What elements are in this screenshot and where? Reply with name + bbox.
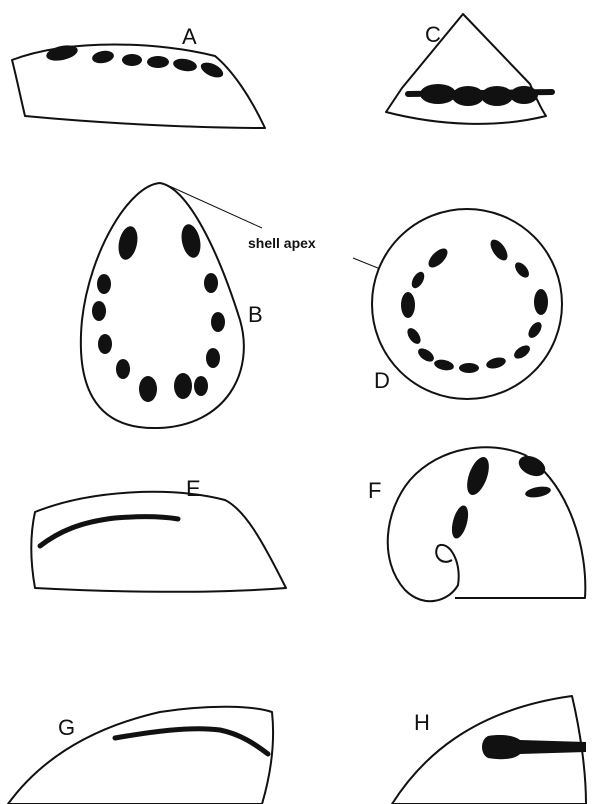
panel-g-shell-outline [8, 707, 273, 804]
panel-b-scar-10 [194, 376, 208, 396]
panel-d-scar-6 [534, 289, 548, 315]
panel-b-scar-4 [204, 273, 218, 293]
panel-d-label: D [374, 368, 390, 393]
shell-apex-label: shell apex [248, 235, 316, 251]
panel-c-label: C [425, 22, 441, 47]
panel-b-scar-5 [92, 301, 106, 321]
panel-e-label: E [186, 476, 201, 501]
panel-b-shell-outline [81, 183, 244, 428]
panel-d: D [372, 209, 562, 399]
panel-h-label: H [414, 710, 430, 735]
panel-g: G [8, 707, 273, 804]
panel-d-scar-12 [459, 363, 479, 373]
panel-b: B [81, 183, 263, 428]
panel-a: A [12, 24, 265, 128]
panel-a-label: A [182, 24, 197, 49]
panel-b-scar-6 [211, 312, 225, 332]
panel-b-scar-8 [206, 348, 220, 368]
panel-e: E [31, 476, 286, 592]
panel-g-label: G [58, 715, 75, 740]
panel-b-scar-9 [116, 359, 130, 379]
panel-h: H [392, 696, 586, 804]
panel-b-scar-3 [97, 274, 111, 294]
panel-e-shell-outline [31, 492, 286, 592]
panel-c-scar-band [408, 92, 552, 94]
panel-f-label: F [368, 478, 381, 503]
panel-f: F [368, 447, 585, 601]
panel-d-scar-5 [401, 292, 415, 318]
panel-b-scar-7 [98, 334, 112, 354]
panel-c-scar-3 [481, 86, 513, 106]
panel-a-scar-3 [122, 54, 142, 66]
panel-b-label: B [248, 302, 263, 327]
panel-c-shell-outline [386, 14, 546, 124]
panel-b-scar-12 [174, 373, 192, 399]
panel-b-scar-11 [139, 376, 157, 402]
panel-a-scar-4 [147, 56, 169, 68]
panel-c: C [386, 14, 552, 124]
